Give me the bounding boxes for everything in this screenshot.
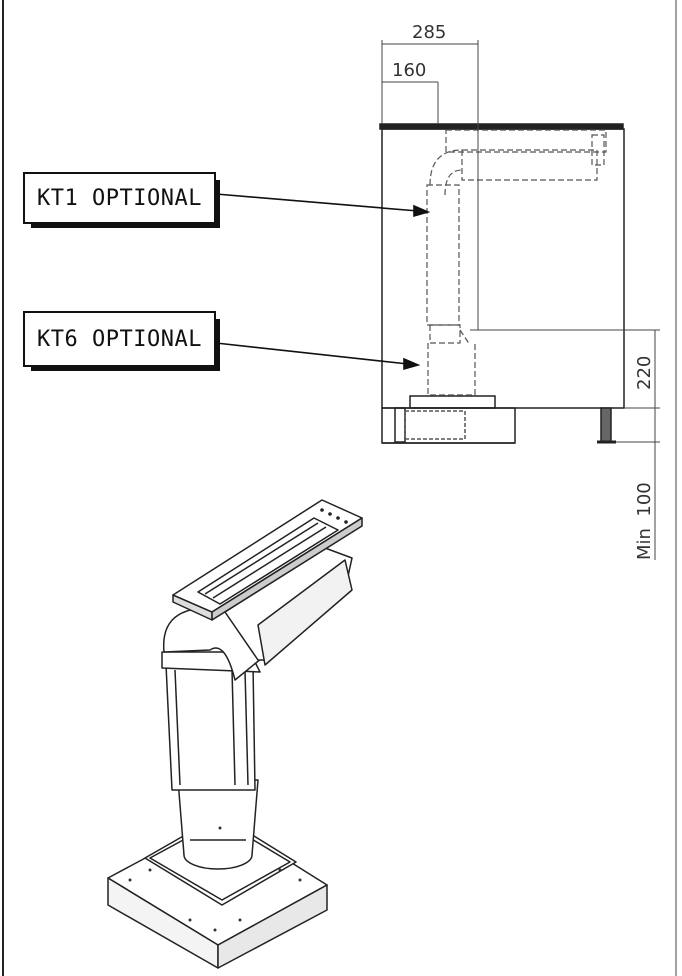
isometric-assembly xyxy=(107,499,363,969)
base-box-right xyxy=(217,884,328,969)
rivet-dots xyxy=(128,826,302,932)
dim-min-100: Min 100 xyxy=(634,482,655,560)
kt6-label-text: KT6 OPTIONAL xyxy=(37,326,202,352)
plinth-outlet xyxy=(409,395,496,409)
leader-arrows xyxy=(215,193,431,371)
leg-left xyxy=(394,407,406,443)
control-dots xyxy=(320,508,348,524)
dim-160: 160 xyxy=(392,60,426,81)
kt6-optional-label: KT6 OPTIONAL xyxy=(23,311,220,371)
dimension-lines xyxy=(381,40,660,560)
cabinet-body xyxy=(381,128,625,409)
kt1-optional-label: KT1 OPTIONAL xyxy=(23,172,220,228)
internal-duct-dashed xyxy=(426,129,607,396)
plinth xyxy=(381,407,516,444)
dim-285: 285 xyxy=(412,22,446,43)
kt1-label-text: KT1 OPTIONAL xyxy=(37,185,202,211)
leg-right xyxy=(600,407,612,443)
cabinet-elevation xyxy=(379,123,625,444)
dim-220: 220 xyxy=(634,356,655,390)
